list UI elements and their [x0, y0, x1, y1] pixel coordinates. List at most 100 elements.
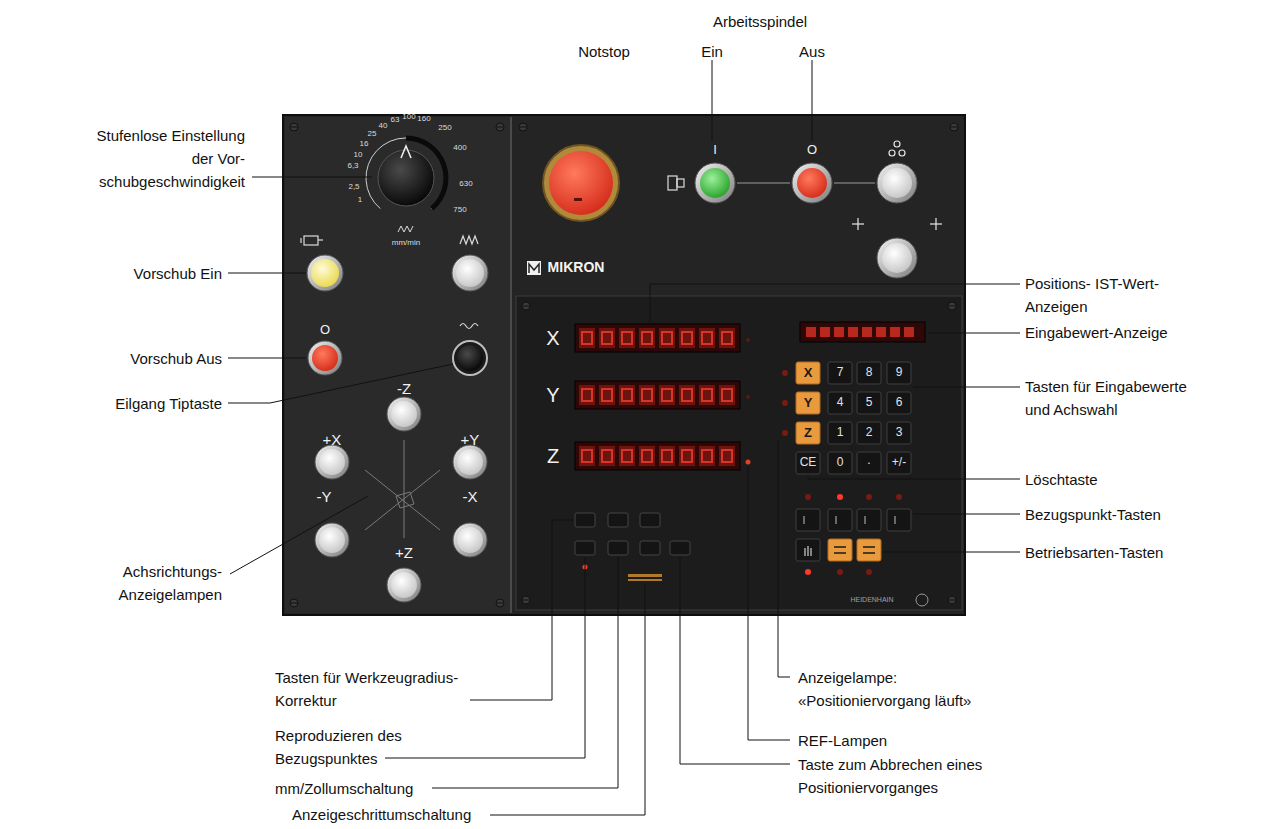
reference-key [804, 516, 895, 524]
position-display [834, 327, 844, 337]
key-label: 4 [837, 396, 844, 409]
feed-buttons [307, 255, 488, 375]
axis-cross [396, 492, 414, 508]
callout-label: REF-Lampen [798, 729, 887, 752]
mode-key [863, 552, 875, 554]
leader-line [252, 177, 372, 178]
position-display [575, 381, 740, 409]
keypad-key [828, 422, 852, 444]
heidenhain-logo [916, 594, 928, 606]
feed-dial [398, 226, 413, 232]
spindle-controls [882, 168, 912, 198]
scale-number: 40 [379, 122, 388, 131]
brand-name: MIKRON [548, 260, 605, 275]
reference-key [796, 509, 820, 531]
indicator-lamp [782, 430, 788, 436]
indicator-lamp [805, 569, 811, 575]
heidenhain-logo [916, 594, 928, 606]
keypad-key [796, 362, 911, 474]
callout-label: Reproduzieren des Bezugspunktes [275, 724, 425, 770]
callout-label: mm/Zollumschaltung [275, 777, 413, 800]
switch-symbol: I [713, 143, 717, 157]
spindle-controls [877, 238, 917, 278]
control-panel [285, 117, 510, 613]
indicator-lamp [805, 494, 811, 500]
panel-screw [519, 123, 527, 131]
key-label: 8 [866, 366, 873, 379]
position-display [820, 327, 830, 337]
scale-number: 2,5 [348, 183, 359, 192]
control-panel [283, 115, 965, 615]
leader-line [228, 273, 306, 274]
axis-key-label: Y [804, 396, 813, 410]
spindle-controls [737, 183, 790, 184]
reference-key [836, 516, 837, 524]
panel-screw [496, 599, 504, 607]
feed-buttons [311, 259, 339, 287]
panel-screw [948, 596, 956, 604]
axis-button [315, 445, 349, 479]
key-label: CE [800, 456, 817, 469]
leader-line [230, 496, 368, 574]
reference-key [865, 516, 866, 524]
panel-screw [290, 123, 958, 607]
keypad-key [887, 422, 911, 444]
keypad-key [796, 392, 820, 414]
function-key [628, 574, 662, 577]
position-display [800, 322, 925, 342]
spindle-controls [834, 183, 875, 184]
panel-screw [496, 123, 504, 131]
keypad-key [887, 452, 911, 474]
leader-line [712, 60, 713, 141]
feed-buttons [308, 341, 342, 375]
mikron-logo [527, 261, 541, 275]
indicator-lamp [837, 494, 843, 500]
axis-direction-label: -X [463, 489, 478, 506]
scale-number: 25 [368, 130, 377, 139]
axis-direction-label: -Z [397, 381, 411, 398]
feed-buttons [456, 259, 484, 287]
spindle-controls [543, 145, 619, 221]
spindle-controls [882, 243, 912, 273]
spindle-controls [549, 151, 613, 215]
callout-label: Löschtaste [1025, 468, 1098, 491]
scale-number: 63 [391, 116, 400, 125]
leader-line [928, 333, 1020, 334]
panel-screw [522, 302, 530, 310]
spindle-controls [889, 150, 895, 156]
spindle-controls [700, 168, 730, 198]
position-display [848, 327, 858, 337]
function-key [640, 541, 660, 555]
feed-dial [366, 138, 446, 209]
indicator-lamp [866, 494, 872, 500]
axis-display-label: Y [546, 384, 559, 406]
mode-key [828, 539, 852, 561]
feed-buttons [453, 341, 487, 375]
indicator-lamp [583, 370, 903, 575]
function-key [608, 513, 628, 527]
mode-key [834, 547, 875, 553]
scale-number: 6,3 [347, 162, 358, 171]
leader-line [470, 520, 573, 700]
key-label: +/- [892, 456, 906, 469]
keypad-key [857, 392, 881, 414]
axis-cross [365, 470, 440, 530]
key-label: 1 [837, 426, 844, 439]
spindle-controls [695, 163, 735, 203]
panel-screw [948, 302, 956, 310]
keypad-key [828, 362, 852, 384]
feed-dial [378, 150, 434, 206]
leader-line [913, 387, 1020, 388]
feed-buttons [452, 255, 488, 291]
mode-key [834, 546, 846, 548]
mikron-logo [527, 261, 541, 275]
position-display [904, 327, 914, 337]
axis-direction-label: +Y [461, 432, 480, 449]
switch-symbol: O [807, 143, 817, 157]
indicator-lamp [837, 569, 843, 575]
indicator-lamp [782, 400, 788, 406]
leader-line [812, 60, 813, 141]
axis-button [387, 397, 421, 431]
spindle-controls [899, 150, 905, 156]
callout-label: Bezugspunkt-Tasten [1025, 503, 1161, 526]
